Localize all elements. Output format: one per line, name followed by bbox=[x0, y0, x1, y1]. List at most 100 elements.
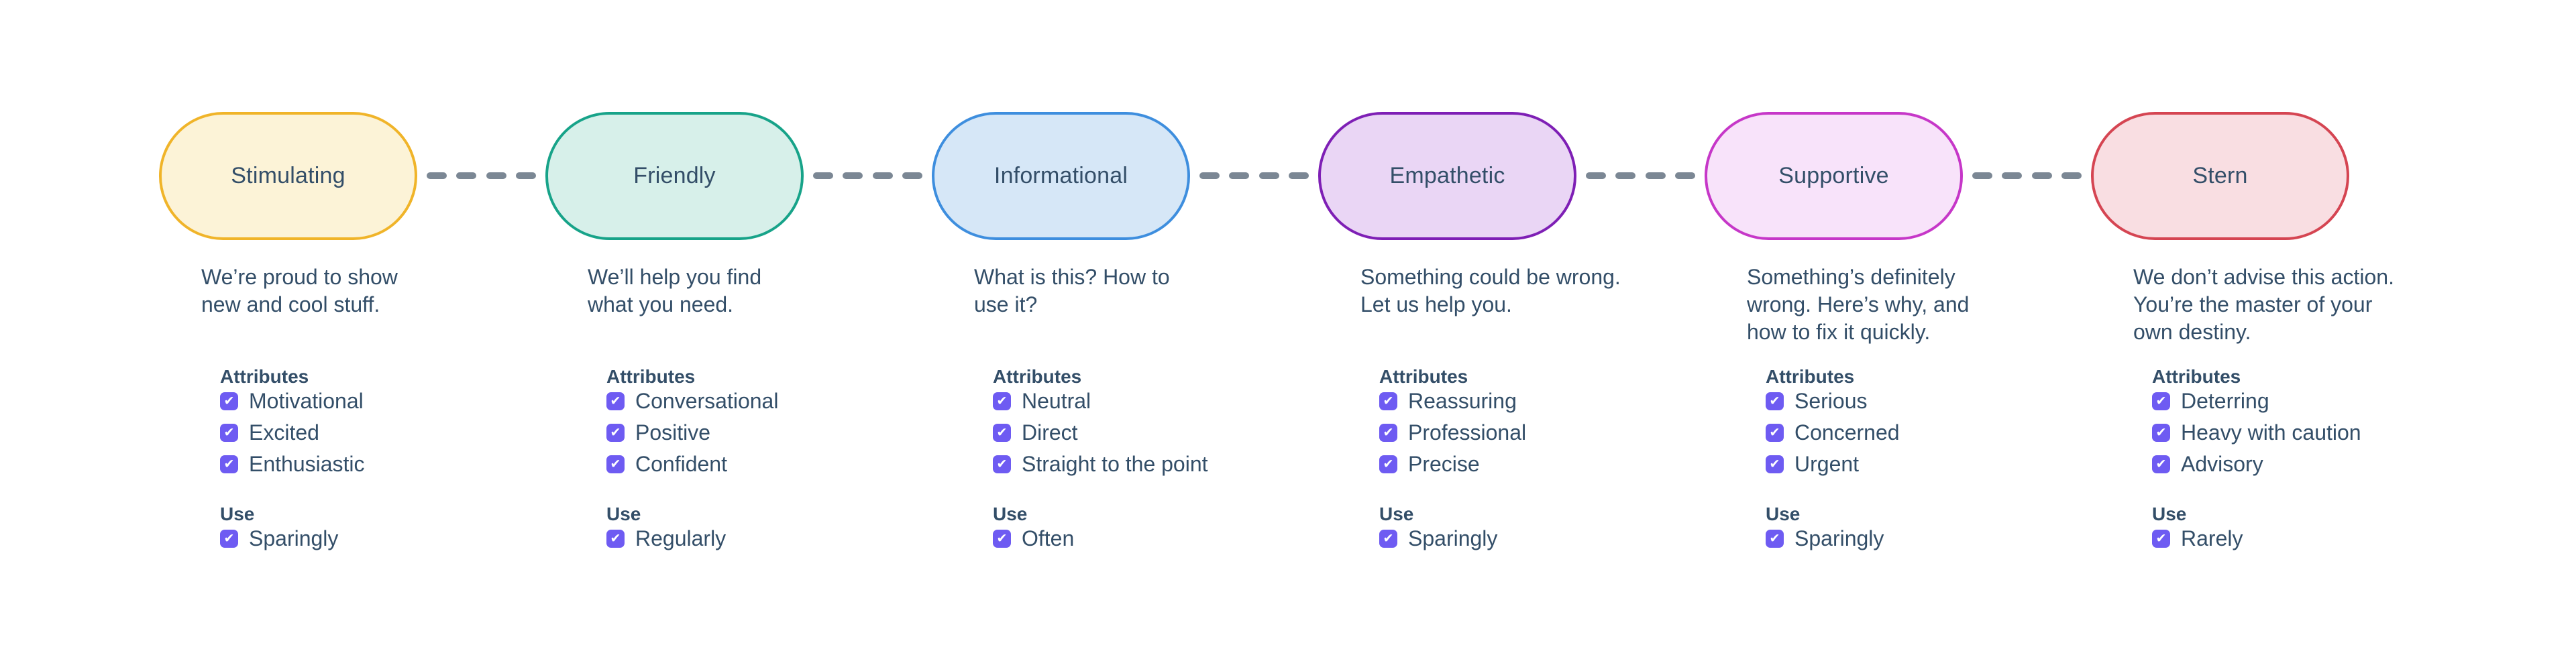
tone-node-stern[interactable]: Stern bbox=[2091, 112, 2349, 240]
connector-dash bbox=[843, 172, 863, 179]
tone-node-informational[interactable]: Informational bbox=[932, 112, 1190, 240]
connector-dash bbox=[486, 172, 506, 179]
attribute-label: Excited bbox=[249, 420, 319, 445]
checkbox-checked-icon[interactable]: ✔ bbox=[1379, 530, 1397, 548]
use-header: Use bbox=[2152, 504, 2187, 524]
checkbox-checked-icon[interactable]: ✔ bbox=[606, 530, 625, 548]
checkbox-checked-icon[interactable]: ✔ bbox=[606, 392, 625, 410]
use-header: Use bbox=[1766, 504, 1801, 524]
tone-node-friendly[interactable]: Friendly bbox=[545, 112, 804, 240]
attribute-item: ✔ Neutral bbox=[993, 389, 1318, 413]
use-header: Use bbox=[1379, 504, 1414, 524]
attribute-item: ✔ Straight to the point bbox=[993, 452, 1318, 476]
checkbox-checked-icon[interactable]: ✔ bbox=[606, 424, 625, 442]
checkmark-icon: ✔ bbox=[2155, 457, 2167, 471]
attribute-item: ✔ Advisory bbox=[2152, 452, 2477, 476]
checkmark-icon: ✔ bbox=[610, 426, 621, 440]
connector-dash bbox=[902, 172, 922, 179]
checkbox-checked-icon[interactable]: ✔ bbox=[1766, 392, 1784, 410]
attribute-item: ✔ Positive bbox=[606, 420, 932, 445]
checkbox-checked-icon[interactable]: ✔ bbox=[993, 392, 1011, 410]
use-label: Rarely bbox=[2181, 526, 2243, 550]
connector-dashed-line bbox=[1586, 172, 1695, 179]
tone-column-empathetic: Empathetic Something could be wrong. Let… bbox=[1318, 112, 1705, 550]
checkbox-checked-icon[interactable]: ✔ bbox=[2152, 530, 2170, 548]
use-section: Use ✔ Rarely bbox=[2152, 503, 2477, 550]
checkmark-icon: ✔ bbox=[1383, 457, 1394, 471]
connector-dash bbox=[1258, 172, 1279, 179]
use-item: ✔ Sparingly bbox=[1379, 526, 1705, 550]
tone-description: Something could be wrong. Let us help yo… bbox=[1360, 265, 1621, 316]
checkbox-checked-icon[interactable]: ✔ bbox=[1766, 530, 1784, 548]
checkmark-icon: ✔ bbox=[223, 532, 235, 546]
attribute-label: Advisory bbox=[2181, 452, 2263, 476]
use-label: Sparingly bbox=[249, 526, 339, 550]
tone-description: We don’t advise this action. You’re the … bbox=[2133, 265, 2394, 344]
checkbox-checked-icon[interactable]: ✔ bbox=[606, 455, 625, 473]
tone-description: Something’s definitely wrong. Here’s why… bbox=[1747, 265, 1970, 344]
attribute-item: ✔ Heavy with caution bbox=[2152, 420, 2477, 445]
checkbox-checked-icon[interactable]: ✔ bbox=[220, 424, 238, 442]
attribute-label: Enthusiastic bbox=[249, 452, 365, 476]
attribute-item: ✔ Motivational bbox=[220, 389, 545, 413]
tone-column-stimulating: Stimulating We’re proud to show new and … bbox=[159, 112, 545, 550]
use-section: Use ✔ Sparingly bbox=[220, 503, 545, 550]
tone-node-stimulating[interactable]: Stimulating bbox=[159, 112, 417, 240]
attribute-item: ✔ Urgent bbox=[1766, 452, 2091, 476]
checkbox-checked-icon[interactable]: ✔ bbox=[993, 424, 1011, 442]
tone-description: We’re proud to show new and cool stuff. bbox=[201, 265, 398, 316]
checkbox-checked-icon[interactable]: ✔ bbox=[1379, 455, 1397, 473]
checkbox-checked-icon[interactable]: ✔ bbox=[2152, 455, 2170, 473]
tone-description: What is this? How to use it? bbox=[974, 265, 1170, 316]
connector-dash bbox=[2002, 172, 2023, 179]
connector-dashed-line bbox=[1972, 172, 2082, 179]
checkmark-icon: ✔ bbox=[1769, 394, 1780, 408]
checkmark-icon: ✔ bbox=[1769, 457, 1780, 471]
checkbox-checked-icon[interactable]: ✔ bbox=[993, 530, 1011, 548]
checkmark-icon: ✔ bbox=[2155, 426, 2167, 440]
attributes-header: Attributes bbox=[993, 366, 1082, 387]
checkmark-icon: ✔ bbox=[1769, 532, 1780, 546]
checkbox-checked-icon[interactable]: ✔ bbox=[1766, 424, 1784, 442]
attribute-item: ✔ Precise bbox=[1379, 452, 1705, 476]
checkbox-checked-icon[interactable]: ✔ bbox=[993, 455, 1011, 473]
tone-node-supportive[interactable]: Supportive bbox=[1705, 112, 1963, 240]
checkbox-checked-icon[interactable]: ✔ bbox=[220, 392, 238, 410]
connector-dash bbox=[1615, 172, 1636, 179]
connector-dash bbox=[1288, 172, 1309, 179]
checkbox-checked-icon[interactable]: ✔ bbox=[2152, 392, 2170, 410]
checkmark-icon: ✔ bbox=[223, 457, 235, 471]
connector-dash bbox=[813, 172, 833, 179]
checkmark-icon: ✔ bbox=[2155, 532, 2167, 546]
connector-dash bbox=[456, 172, 477, 179]
checkbox-checked-icon[interactable]: ✔ bbox=[1379, 424, 1397, 442]
attribute-label: Conversational bbox=[635, 389, 779, 413]
attribute-item: ✔ Serious bbox=[1766, 389, 2091, 413]
tone-node-empathetic[interactable]: Empathetic bbox=[1318, 112, 1576, 240]
connector-dash bbox=[427, 172, 447, 179]
attribute-label: Reassuring bbox=[1408, 389, 1517, 413]
checkbox-checked-icon[interactable]: ✔ bbox=[2152, 424, 2170, 442]
checkbox-checked-icon[interactable]: ✔ bbox=[220, 530, 238, 548]
checkmark-icon: ✔ bbox=[610, 457, 621, 471]
use-item: ✔ Often bbox=[993, 526, 1318, 550]
attribute-item: ✔ Conversational bbox=[606, 389, 932, 413]
attribute-label: Precise bbox=[1408, 452, 1480, 476]
tone-column-stern: Stern We don’t advise this action. You’r… bbox=[2091, 112, 2477, 550]
checkbox-checked-icon[interactable]: ✔ bbox=[1766, 455, 1784, 473]
attribute-item: ✔ Enthusiastic bbox=[220, 452, 545, 476]
attributes-header: Attributes bbox=[220, 366, 309, 387]
tone-columns: Stimulating We’re proud to show new and … bbox=[159, 112, 2477, 550]
checkbox-checked-icon[interactable]: ✔ bbox=[220, 455, 238, 473]
checkbox-checked-icon[interactable]: ✔ bbox=[1379, 392, 1397, 410]
tone-node-label: Stimulating bbox=[231, 163, 345, 188]
connector-dash bbox=[1586, 172, 1606, 179]
tone-column-friendly: Friendly We’ll help you find what you ne… bbox=[545, 112, 932, 550]
attributes-section: Attributes ✔ Neutral ✔ Direct ✔ Straight… bbox=[993, 365, 1318, 476]
use-item: ✔ Sparingly bbox=[220, 526, 545, 550]
attribute-item: ✔ Excited bbox=[220, 420, 545, 445]
use-header: Use bbox=[993, 504, 1028, 524]
connector-dash bbox=[1972, 172, 1992, 179]
attribute-item: ✔ Confident bbox=[606, 452, 932, 476]
use-label: Often bbox=[1022, 526, 1075, 550]
